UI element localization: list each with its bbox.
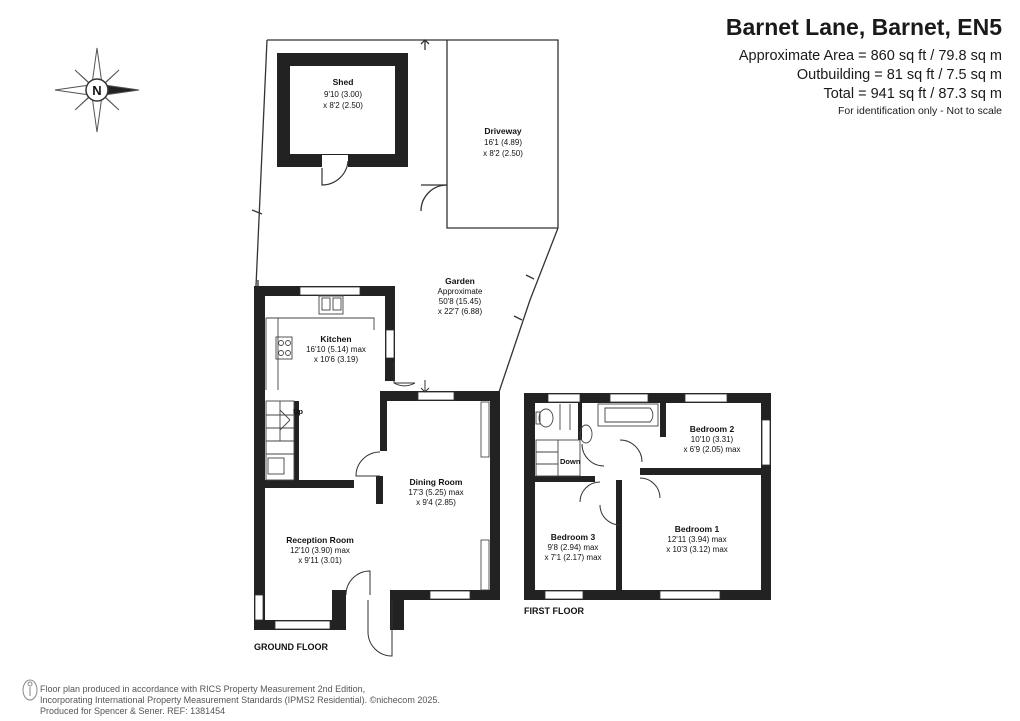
reception-room-dim2: x 9'11 (3.01)	[298, 556, 342, 565]
dining-room-label: Dining Room	[410, 477, 463, 487]
person-icon	[22, 679, 38, 701]
outbuilding-area: Outbuilding = 81 sq ft / 7.5 sq m	[796, 67, 1002, 83]
bedroom-3-label: Bedroom 3	[551, 532, 596, 542]
bedroom-2-dim1: 10'10 (3.31)	[691, 435, 734, 444]
bedroom-2-label: Bedroom 2	[690, 424, 735, 434]
first-doors	[579, 439, 661, 526]
bedroom-1-dim2: x 10'3 (3.12) max	[666, 545, 728, 554]
driveway-outline	[420, 40, 558, 229]
ground-floor-walls	[254, 286, 500, 630]
dining-room-dim2: x 9'4 (2.85)	[416, 498, 456, 507]
bedroom-3-dim2: x 7'1 (2.17) max	[544, 553, 601, 562]
bathroom-fittings	[535, 403, 659, 444]
stairs-down-label: Down	[560, 457, 581, 466]
bedroom-2-dim2: x 6'9 (2.05) max	[683, 445, 740, 454]
compass-icon	[54, 47, 140, 133]
garden-dim2: x 22'7 (6.88)	[438, 307, 483, 316]
ground-floor-caption: GROUND FLOOR	[254, 642, 328, 652]
footer-line-3: Produced for Spencer & Sener. REF: 13814…	[40, 706, 226, 716]
kitchen-label: Kitchen	[320, 334, 351, 344]
bedroom-1-label: Bedroom 1	[675, 524, 720, 534]
reception-room-dim1: 12'10 (3.90) max	[290, 546, 350, 555]
shed-walls	[277, 53, 408, 186]
ground-doors	[345, 362, 430, 657]
shed-dim1: 9'10 (3.00)	[324, 90, 362, 99]
first-floor-windows	[544, 393, 771, 600]
kitchen-fittings	[265, 295, 375, 475]
first-floor-caption: FIRST FLOOR	[524, 606, 584, 616]
ground-floor-windows	[254, 286, 490, 630]
shed-label: Shed	[333, 77, 354, 87]
total-area: Total = 941 sq ft / 87.3 sq m	[823, 86, 1002, 102]
property-title: Barnet Lane, Barnet, EN5	[725, 14, 1002, 40]
driveway-label: Driveway	[484, 126, 522, 136]
garden-label: Garden	[445, 276, 475, 286]
shed-dim2: x 8'2 (2.50)	[323, 101, 363, 110]
stairs-up-label: Up	[293, 407, 303, 416]
scale-disclaimer: For identification only - Not to scale	[838, 105, 1002, 117]
garden-dim0: Approximate	[438, 287, 483, 296]
approximate-area: Approximate Area = 860 sq ft / 79.8 sq m	[738, 48, 1002, 64]
first-stairs	[535, 439, 581, 477]
footer-notes: Floor plan produced in accordance with R…	[40, 684, 440, 717]
driveway-dim2: x 8'2 (2.50)	[483, 149, 523, 158]
ground-stairs	[265, 400, 295, 481]
footer-line-2: Incorporating International Property Mea…	[40, 695, 440, 705]
kitchen-dim2: x 10'6 (3.19)	[314, 355, 359, 364]
bedroom-1-dim1: 12'11 (3.94) max	[667, 535, 726, 544]
garden-dim1: 50'8 (15.45)	[439, 297, 482, 306]
compass-north-label: N	[92, 83, 101, 98]
footer-line-1: Floor plan produced in accordance with R…	[40, 684, 366, 694]
reception-room-label: Reception Room	[286, 535, 354, 545]
driveway-dim1: 16'1 (4.89)	[484, 138, 522, 147]
bedroom-3-dim1: 9'8 (2.94) max	[548, 543, 599, 552]
dining-room-dim1: 17'3 (5.25) max	[408, 488, 463, 497]
kitchen-dim1: 16'10 (5.14) max	[306, 345, 366, 354]
